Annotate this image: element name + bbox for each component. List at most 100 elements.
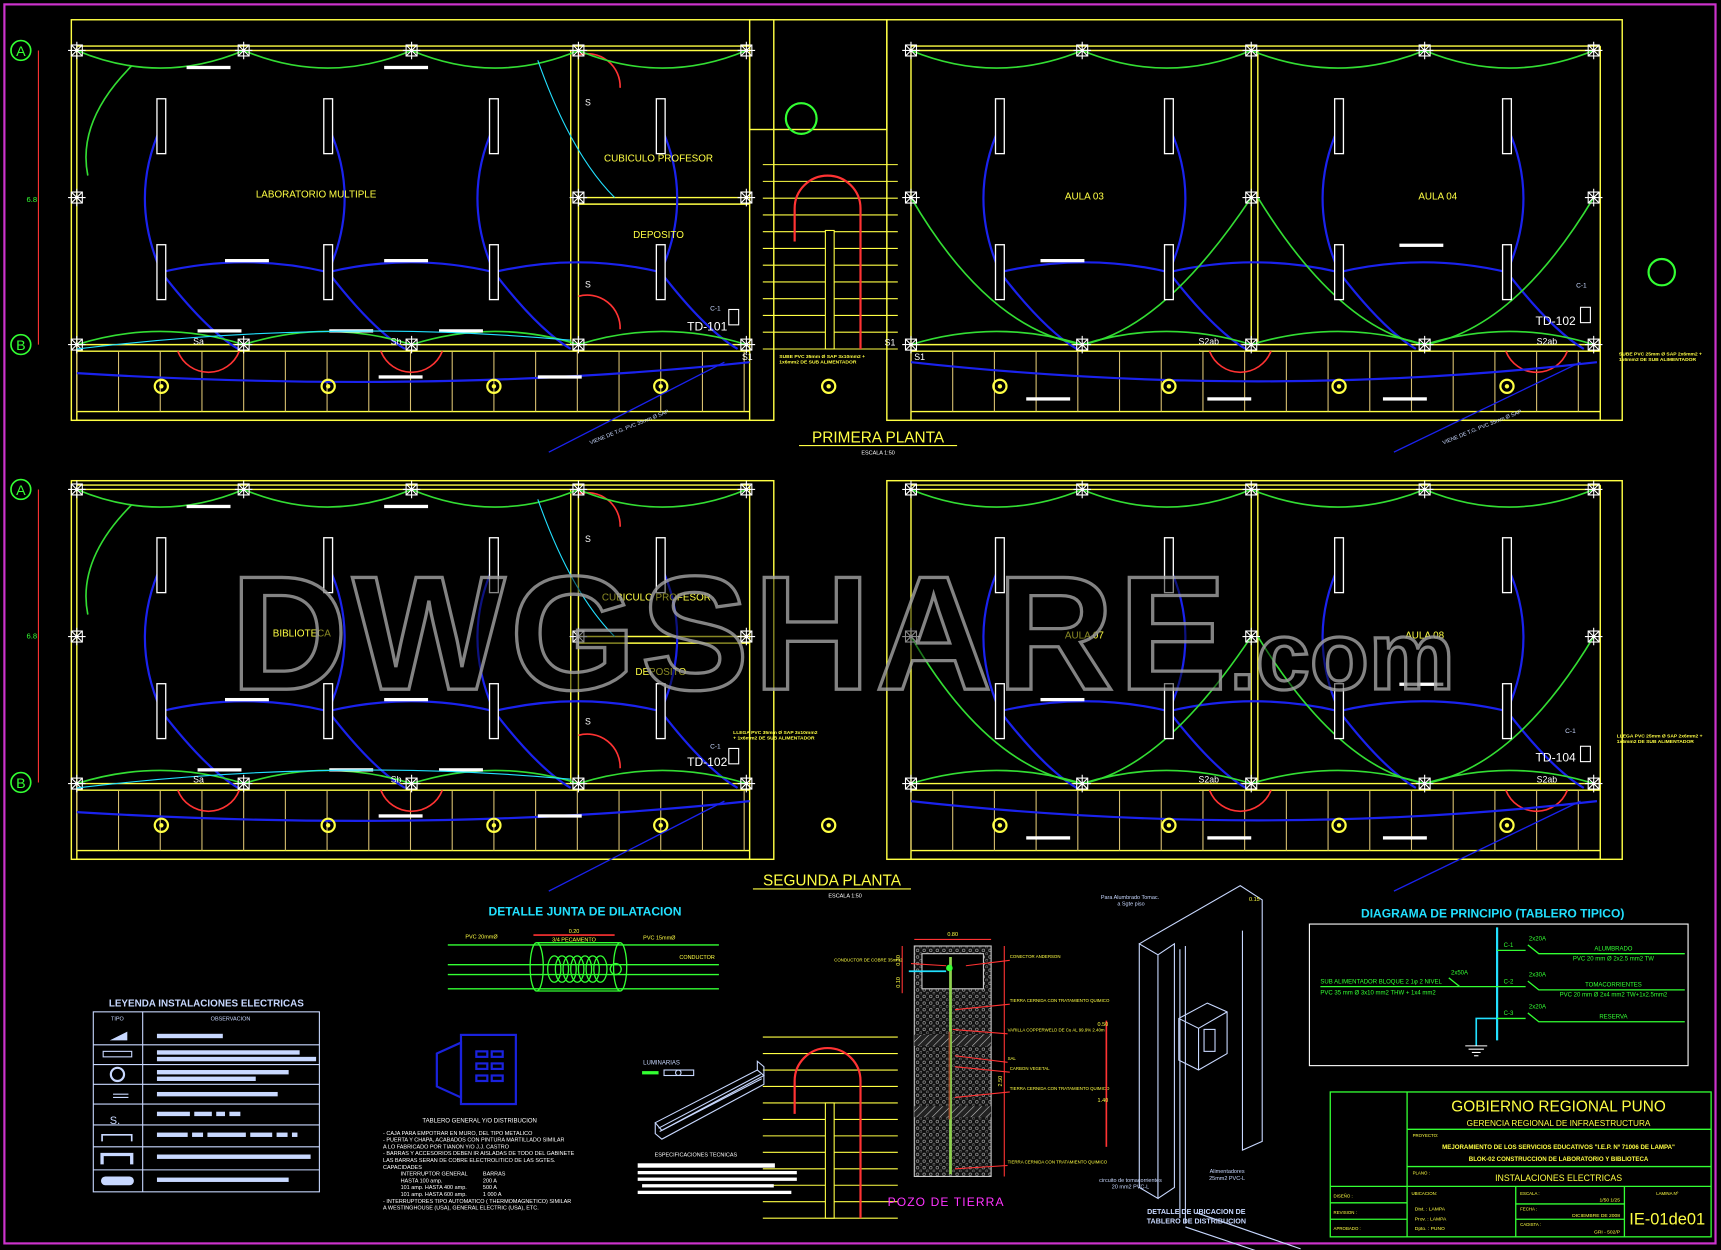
annotation-dash xyxy=(197,329,242,333)
column-marker xyxy=(402,41,421,60)
column-cross xyxy=(569,627,588,646)
lighting-circuit xyxy=(1168,700,1340,713)
fluorescent-luminaire xyxy=(488,683,499,740)
column-marker xyxy=(1242,774,1261,793)
feeder-line xyxy=(76,60,616,350)
column-cross xyxy=(1073,41,1091,60)
lighting-circuit xyxy=(659,710,739,789)
fluorescent-luminaire xyxy=(488,537,499,594)
legend-panel-icon xyxy=(109,1031,128,1041)
annotation-dash xyxy=(1207,836,1252,840)
legend-description-bar xyxy=(156,1033,223,1039)
field-label: LAMINA Nº xyxy=(1656,1191,1678,1196)
field-label: PROYECTO: xyxy=(1413,1133,1439,1138)
legend-header: TIPO xyxy=(111,1017,124,1023)
breaker-label: 2x50A xyxy=(1451,971,1468,977)
legend-description-bar xyxy=(291,1132,298,1137)
column-marker xyxy=(1073,41,1091,60)
board-capacity-value: 500 A xyxy=(483,1185,497,1191)
lighting-circuit xyxy=(143,564,163,712)
legend-luminaire-icon xyxy=(102,1050,133,1058)
switch-label: S1 xyxy=(914,352,925,362)
room-label: AULA 08 xyxy=(1405,631,1444,642)
lighting-circuit xyxy=(982,564,1001,712)
column-marker xyxy=(737,774,756,793)
outlet-circuit xyxy=(85,65,133,176)
lighting-circuit xyxy=(327,700,495,713)
feeder-line xyxy=(76,499,616,789)
diagram-title: DIAGRAMA DE PRINCIPIO (TABLERO TIPICO) xyxy=(1361,906,1624,920)
door-swing xyxy=(380,789,444,813)
fluorescent-luminaire xyxy=(655,683,666,740)
ceiling-outlet-center xyxy=(826,384,831,389)
field-label: APROBADO : xyxy=(1334,1226,1361,1231)
outlet-circuit xyxy=(1250,488,1425,508)
callout-leader xyxy=(952,1028,1008,1035)
plan-title: PRIMERA PLANTA xyxy=(812,429,945,446)
door-swing xyxy=(380,350,444,374)
annotation-dash xyxy=(1399,682,1444,686)
fluorescent-luminaire xyxy=(1163,537,1174,594)
grid-axes: A B A B 6.8 6.8 xyxy=(10,39,39,794)
detail-title: TABLERO DE DISTRIBUCION xyxy=(1147,1218,1246,1226)
outlet-circuit xyxy=(578,49,747,69)
field-label: CADISTA : xyxy=(1520,1222,1541,1227)
callout-label: Alimentadores xyxy=(1210,1169,1245,1175)
ceiling-outlet-icon xyxy=(820,378,837,394)
axis-dimension: 6.8 xyxy=(26,195,37,204)
switch-label: S xyxy=(585,534,591,544)
callout-label: CONECTOR ANDERSON xyxy=(1010,954,1061,959)
circuit-spec: PVC 20 mm Ø 2x4 mm2 TW+1x2.5mm2 xyxy=(1560,992,1668,998)
column-cross xyxy=(902,627,920,646)
outlet-circuit xyxy=(411,488,579,508)
field-label: FECHA : xyxy=(1520,1206,1537,1211)
column-marker xyxy=(1242,627,1261,646)
column-cross xyxy=(1415,335,1434,354)
callout-leader xyxy=(954,1055,1008,1063)
ceiling-outlet-icon xyxy=(653,817,669,833)
grounding-well-detail: 0.80 0.30 0.10 2.50 CONDUCTOR DE COBRE 3… xyxy=(834,932,1110,1209)
fluorescent-luminaire xyxy=(655,537,666,594)
column-cross xyxy=(68,480,86,499)
circuit-label: C-1 xyxy=(710,743,721,750)
legend-description-bar xyxy=(156,1050,300,1055)
corridor-circuit xyxy=(76,361,1598,383)
ceiling-outlet-center xyxy=(491,823,497,828)
corridor-circuit xyxy=(76,800,1598,822)
column-marker xyxy=(1073,335,1091,354)
column-cross xyxy=(569,480,588,499)
column-marker xyxy=(68,335,86,354)
panel-label: TD-102 xyxy=(687,755,728,769)
fluorescent-luminaire xyxy=(1333,683,1345,740)
ceiling-outlet-icon xyxy=(486,378,502,394)
lighting-circuit xyxy=(1168,271,1247,350)
room-label: DEPOSITO xyxy=(635,667,686,678)
watermark-suffix: .com xyxy=(1229,603,1454,710)
grid-label-a: A xyxy=(16,483,26,499)
lighting-circuit xyxy=(493,700,661,713)
luminaire-3d-icon xyxy=(654,1060,765,1140)
stair-arrow xyxy=(793,174,862,349)
outlet-circuit xyxy=(85,504,133,615)
axis-dimension: 6.8 xyxy=(26,632,37,641)
column-cross xyxy=(1584,41,1603,60)
field-label: REVISION : xyxy=(1334,1210,1357,1215)
fluorescent-luminaire xyxy=(1501,537,1513,594)
column-marker xyxy=(569,188,588,207)
outlet-circuit xyxy=(411,49,579,69)
ceiling-outlet-center xyxy=(997,384,1003,389)
legend-description-bar xyxy=(156,1091,278,1097)
annotation-dash xyxy=(197,768,242,772)
ceiling-outlet-icon xyxy=(153,817,170,833)
column-cross xyxy=(1242,41,1261,60)
callout-leader xyxy=(910,963,947,967)
board-note: - PUERTA Y CHAPA, ACABADOS CON PINTURA M… xyxy=(383,1138,564,1144)
feeder-note: SUBE PVC 25mm Ø SAP 2x6mm2 + 1x6mm2 DE S… xyxy=(1618,351,1702,363)
column-marker xyxy=(234,335,253,354)
column-cross xyxy=(737,627,756,646)
column-cross xyxy=(1242,188,1261,207)
column-cross xyxy=(68,188,86,207)
luminaire-detail: LUMINARIAS ESPECIFICACIONES TECNICAS xyxy=(637,1060,797,1195)
lighting-circuit xyxy=(327,710,406,789)
legend-description-bar xyxy=(156,1056,317,1062)
